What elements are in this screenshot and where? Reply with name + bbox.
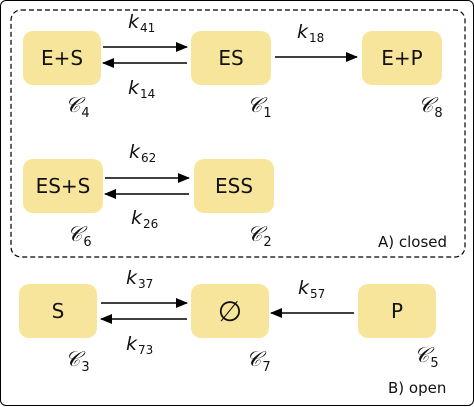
rate-label-k57: k57 — [298, 277, 326, 301]
node-s: S — [19, 284, 97, 338]
rate-label-k14: k14 — [128, 77, 156, 101]
compartment-label-c4: 𝒞4 — [65, 93, 90, 121]
rate-label-k18: k18 — [297, 21, 325, 45]
compartment-label-c3: 𝒞3 — [65, 347, 90, 375]
section-label-open: B) open — [388, 379, 447, 397]
node-empty-set: ∅ — [191, 284, 269, 338]
compartment-label-c6: 𝒞6 — [67, 222, 92, 250]
compartment-label-c2: 𝒞2 — [247, 222, 272, 250]
node-e-plus-s: E+S — [23, 31, 101, 85]
node-p: P — [358, 284, 436, 338]
node-ess: ESS — [194, 159, 274, 213]
section-label-closed: A) closed — [378, 233, 448, 251]
rate-label-k73: k73 — [126, 333, 154, 357]
rate-label-k26: k26 — [131, 207, 159, 231]
compartment-label-c5: 𝒞5 — [414, 343, 439, 371]
node-es: ES — [191, 31, 271, 85]
rate-label-k62: k62 — [129, 141, 157, 165]
node-e-plus-p: E+P — [362, 31, 442, 85]
node-es-plus-s: ES+S — [23, 159, 103, 213]
compartment-label-c1: 𝒞1 — [247, 93, 272, 121]
rate-label-k37: k37 — [126, 267, 154, 291]
closed-region-border — [10, 9, 466, 258]
compartment-label-c8: 𝒞8 — [418, 93, 443, 121]
compartment-label-c7: 𝒞7 — [246, 347, 271, 375]
rate-label-k41: k41 — [128, 11, 156, 35]
